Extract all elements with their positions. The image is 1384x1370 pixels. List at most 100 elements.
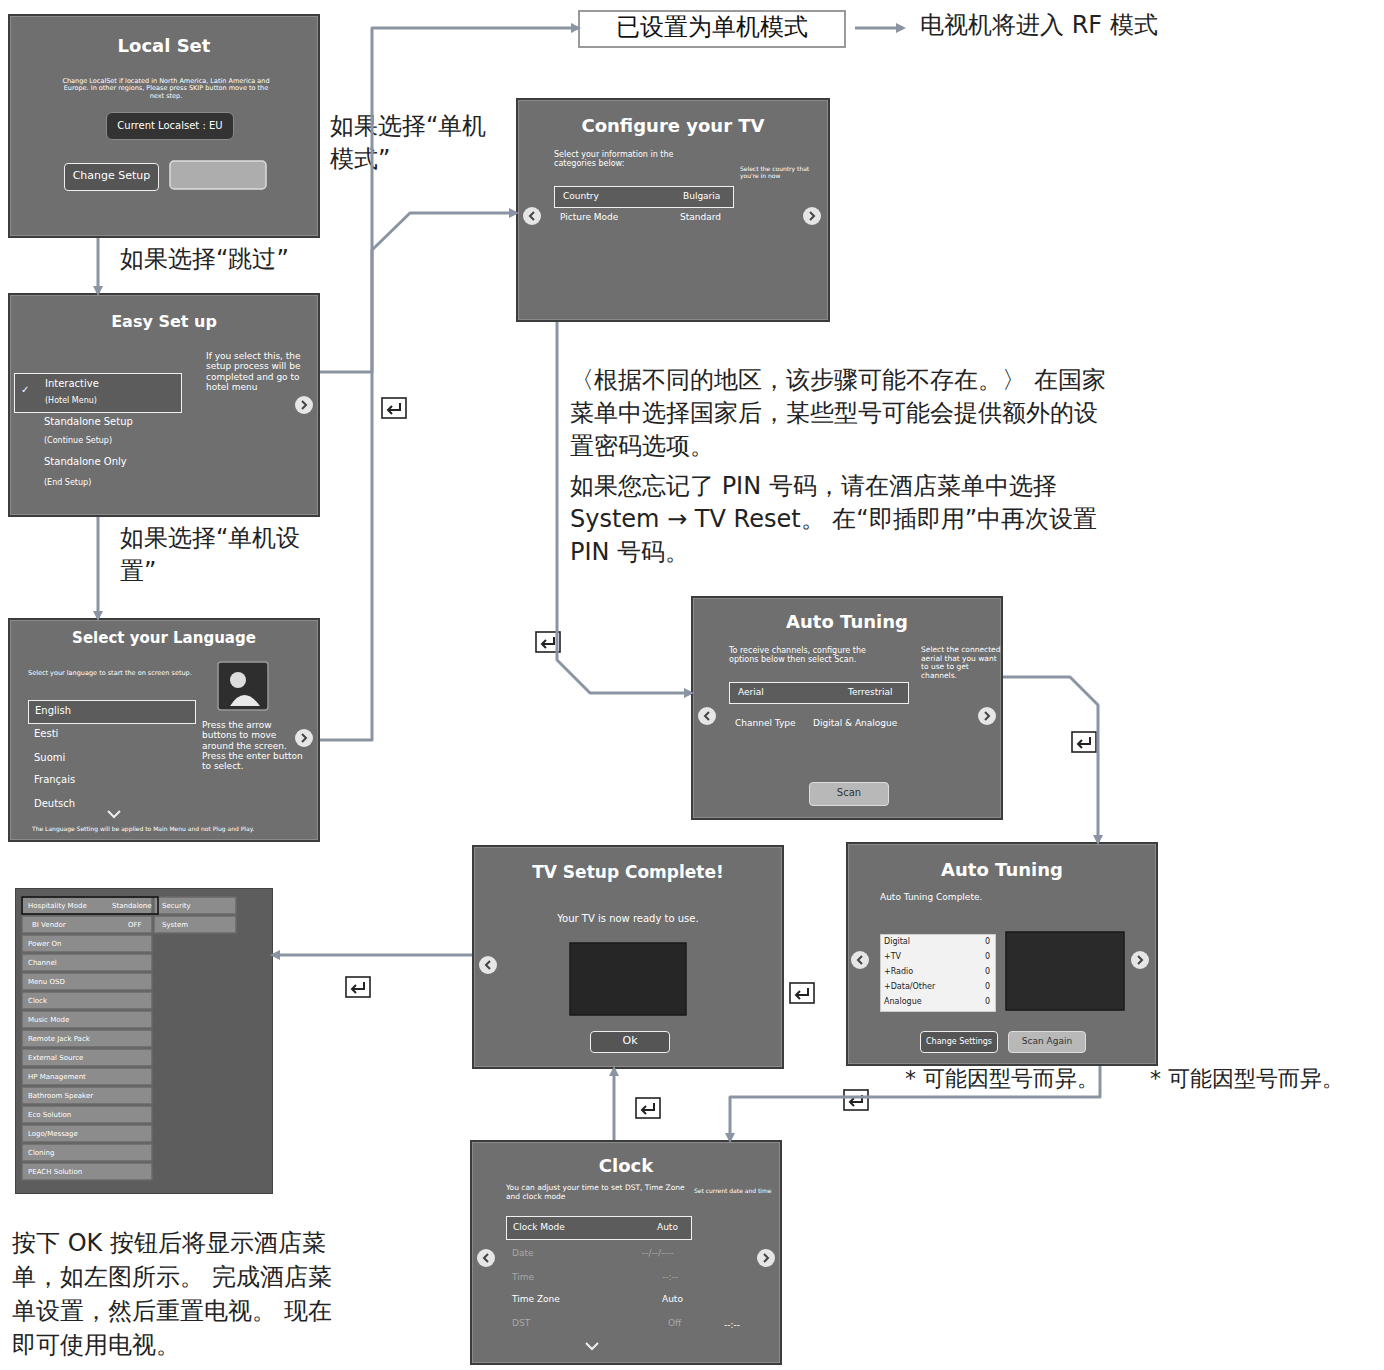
enter-key-icon: [382, 398, 406, 418]
flow-arrow: [1003, 677, 1098, 842]
screen-text: Clock Mode: [513, 1222, 565, 1232]
screen-text: Standard: [680, 212, 721, 222]
screen-text: Select your language to start the on scr…: [28, 670, 213, 677]
flow-arrow: [97, 517, 100, 618]
screen-text: Deutsch: [34, 798, 75, 810]
screen-text: (End Setup): [44, 478, 91, 487]
screen-field: Clock ModeAuto: [506, 1216, 692, 1240]
edge-label: 如果选择“跳过”: [120, 246, 289, 274]
screen-text: Channel: [28, 959, 57, 967]
screen-panel: Easy Set up If you select this, the setup…: [8, 293, 320, 517]
screen-text: Menu OSD: [28, 978, 65, 986]
screen-text: Bathroom Speaker: [28, 1092, 93, 1100]
screen-panel: Configure your TVSelect your information…: [516, 98, 830, 322]
screen-text: Interactive: [45, 378, 99, 390]
screen-text: Date: [512, 1248, 534, 1258]
screen-text: Press the arrow buttons to move around t…: [202, 720, 306, 772]
status-box: 已设置为单机模式: [578, 10, 846, 48]
screen-text: You can adjust your time to set DST, Tim…: [506, 1184, 688, 1201]
screen-text: Auto: [662, 1294, 683, 1304]
screen-title: Configure your TV: [518, 116, 828, 137]
screen-field: Country Bulgaria: [554, 186, 734, 208]
screen-text: Change LocalSet if located in North Amer…: [60, 78, 272, 100]
screen-text: To receive channels, configure the optio…: [729, 646, 881, 664]
flow-arrow: [97, 238, 100, 293]
screen-text: Security: [162, 902, 191, 910]
screen-text: ✓: [21, 384, 29, 396]
screen-text: Scan: [810, 787, 888, 799]
screen-text: Remote Jack Pack: [28, 1035, 90, 1043]
screen-text: Select the connected aerial that you wan…: [921, 646, 1001, 681]
screen-text: Select the country that you're in now: [740, 166, 812, 180]
rf-arrow: [855, 27, 903, 30]
screen-text: Hospitality Mode: [28, 902, 87, 910]
screen-field: ✓Interactive(Hotel Menu): [14, 373, 182, 413]
screen-text: Current Localset : EU: [107, 120, 233, 132]
screen-text: External Source: [28, 1054, 83, 1062]
screen-text: Eco Solution: [28, 1111, 71, 1119]
screen-text: BI Vendor: [32, 921, 66, 929]
screen-panel: Select your LanguageSelect your language…: [8, 618, 320, 842]
screen-panel: Auto Tuning To receive channels, configur…: [691, 596, 1003, 820]
flow-arrow: [320, 28, 578, 372]
screen-text: Country: [563, 191, 599, 201]
screen-text: Ok: [591, 1035, 669, 1048]
screen-title: TV Setup Complete!: [474, 863, 782, 883]
enter-key-icon: [1072, 732, 1096, 752]
screen-text: Picture Mode: [560, 212, 618, 222]
screen-text: Off: [668, 1318, 681, 1328]
screen-button: Change Setup: [64, 163, 159, 191]
screen-panel: ClockYou can adjust your time to set DST…: [470, 1140, 782, 1365]
screen-text: Standalone: [112, 902, 152, 910]
hotel-menu: Hospitality ModeStandaloneBI VendorOFFPo…: [15, 888, 273, 1194]
edge-label: 如果选择“单机模式”: [330, 110, 502, 176]
note-text: * 可能因型号而异。: [905, 1066, 1099, 1091]
screen-text: +TV: [884, 952, 901, 961]
flow-arrow: [320, 213, 516, 740]
screen-text: Bulgaria: [683, 191, 720, 201]
enter-key-icon: [536, 632, 560, 652]
screen-text: 0: [985, 952, 990, 961]
screen-text: Clock: [28, 997, 47, 1005]
screen-text: The Language Setting will be applied to …: [32, 826, 322, 833]
screen-text: If you select this, the setup process wi…: [206, 351, 310, 392]
screen-text: DST: [512, 1318, 530, 1328]
screen-text: Change Setup: [65, 170, 158, 183]
screen-button: Ok: [590, 1031, 670, 1053]
screen-title: Clock: [472, 1156, 780, 1177]
screen-button: Change Settings: [920, 1031, 998, 1053]
screen-text: Cloning: [28, 1149, 54, 1157]
screen-text: --/--/----: [642, 1248, 674, 1258]
screen-field: English: [28, 700, 196, 724]
enter-key-icon: [844, 1090, 868, 1110]
screen-text: HP Management: [28, 1073, 86, 1081]
screen-text: Auto Tuning Complete.: [880, 892, 982, 902]
note-text: 〈根据不同的地区，该步骤可能不存在。〉 在国家菜单中选择国家后，某些型号可能会提…: [570, 364, 1115, 463]
status-field: Current Localset : EU: [106, 112, 234, 140]
screen-text: Time: [512, 1272, 534, 1282]
screen-text: 0: [985, 982, 990, 991]
screen-title: Auto Tuning: [693, 612, 1001, 633]
screen-text: Change Settings: [921, 1037, 997, 1046]
screen-button: Scan: [809, 782, 889, 806]
screen-panel: TV Setup Complete!Your TV is now ready t…: [472, 845, 784, 1069]
screen-panel: Local SetChange LocalSet if located in N…: [8, 14, 320, 238]
screen-text: System: [162, 921, 188, 929]
screen-text: Eesti: [34, 728, 58, 740]
screen-text: Time Zone: [512, 1294, 560, 1304]
screen-text: Scan Again: [1009, 1036, 1085, 1046]
screen-text: 0: [985, 967, 990, 976]
screen-title: Select your Language: [10, 630, 318, 647]
screen-text: Set current date and time: [694, 1188, 778, 1195]
screen-text: Suomi: [34, 752, 65, 764]
note-text: 按下 OK 按钮后将显示酒店菜单，如左图所示。 完成酒店菜单设置，然后重置电视。…: [12, 1226, 352, 1362]
screen-title: Local Set: [10, 36, 318, 57]
note-text: 如果您忘记了 PIN 号码，请在酒店菜单中选择 System → TV Rese…: [570, 470, 1115, 569]
screen-text: +Data/Other: [884, 982, 935, 991]
screen-title: Easy Set up: [10, 313, 318, 331]
flow-arrow: [613, 1069, 616, 1140]
enter-key-icon: [790, 983, 814, 1003]
screen-text: 已设置为单机模式: [580, 14, 844, 42]
